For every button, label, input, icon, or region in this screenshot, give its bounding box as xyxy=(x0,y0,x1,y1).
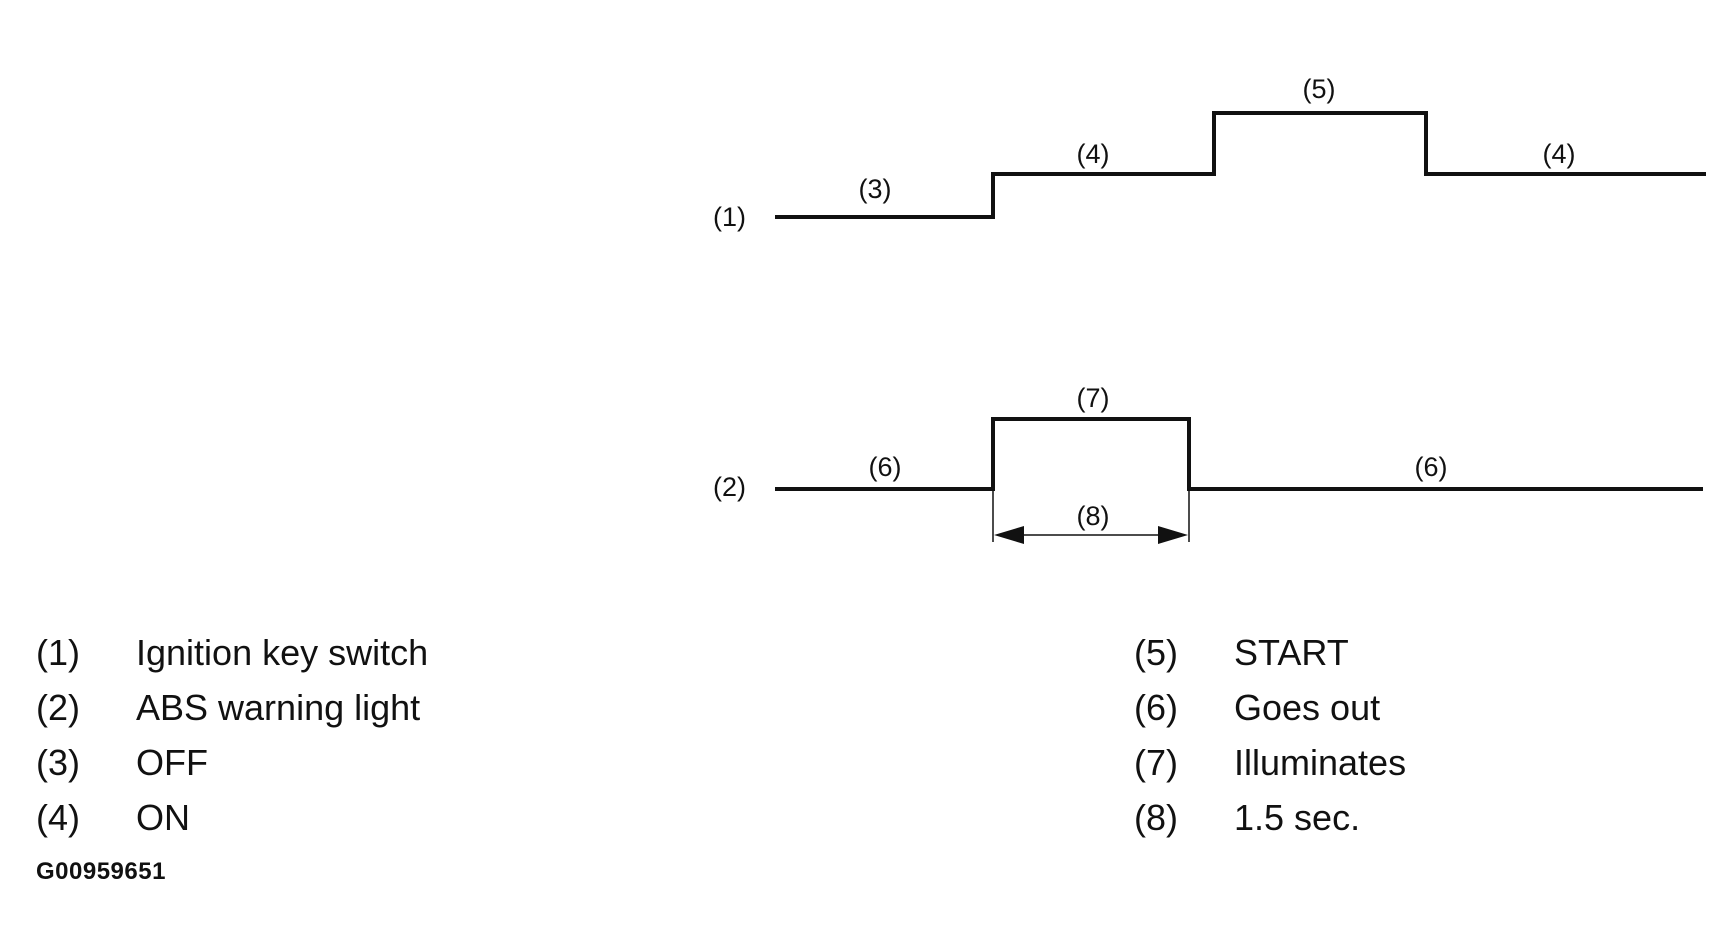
goes-out-label-first: (6) xyxy=(869,452,902,482)
legend-text: ABS warning light xyxy=(136,687,421,728)
legend-text: ON xyxy=(136,797,190,838)
legend-text: OFF xyxy=(136,742,208,783)
legend-text: Goes out xyxy=(1234,687,1381,728)
legend-number: (5) xyxy=(1134,632,1178,673)
legend-right: (5) START (6) Goes out (7) Illuminates (8) 1… xyxy=(1134,625,1406,845)
legend-text: Illuminates xyxy=(1234,742,1407,783)
duration-arrowhead-left xyxy=(994,526,1024,544)
abs-trace-label: (2) xyxy=(713,472,746,502)
duration-arrowhead-right xyxy=(1158,526,1188,544)
ignition-trace-label: (1) xyxy=(713,202,746,232)
legend-number: (8) xyxy=(1134,797,1178,838)
legend-number: (6) xyxy=(1134,687,1178,728)
goes-out-label-second: (6) xyxy=(1415,452,1448,482)
abs-warning-light-trace xyxy=(775,417,1703,491)
illuminates-label: (7) xyxy=(1077,383,1110,413)
legend-number: (2) xyxy=(36,687,80,728)
start-segment-label: (5) xyxy=(1303,74,1336,104)
on-segment-label-first: (4) xyxy=(1077,139,1110,169)
legend-number: (4) xyxy=(36,797,80,838)
legend-item: (6) Goes out xyxy=(1134,680,1406,735)
legend-text: START xyxy=(1234,632,1349,673)
legend-item: (5) START xyxy=(1134,625,1406,680)
figure-id: G00959651 xyxy=(36,858,166,885)
legend-left: (1) Ignition key switch (2) ABS warning li… xyxy=(36,625,428,845)
on-segment-label-second: (4) xyxy=(1543,139,1576,169)
legend-number: (3) xyxy=(36,742,80,783)
legend-item: (1) Ignition key switch xyxy=(36,625,428,680)
ignition-key-switch-trace xyxy=(775,111,1706,219)
legend-number: (7) xyxy=(1134,742,1178,783)
legend-item: (4) ON xyxy=(36,790,428,845)
legend-item: (3) OFF xyxy=(36,735,428,790)
legend-text: 1.5 sec. xyxy=(1234,797,1361,838)
legend-item: (2) ABS warning light xyxy=(36,680,428,735)
legend-item: (7) Illuminates xyxy=(1134,735,1406,790)
off-segment-label: (3) xyxy=(859,174,892,204)
legend-text: Ignition key switch xyxy=(136,632,429,673)
duration-label: (8) xyxy=(1077,501,1110,531)
legend-number: (1) xyxy=(36,632,80,673)
legend-item: (8) 1.5 sec. xyxy=(1134,790,1406,845)
